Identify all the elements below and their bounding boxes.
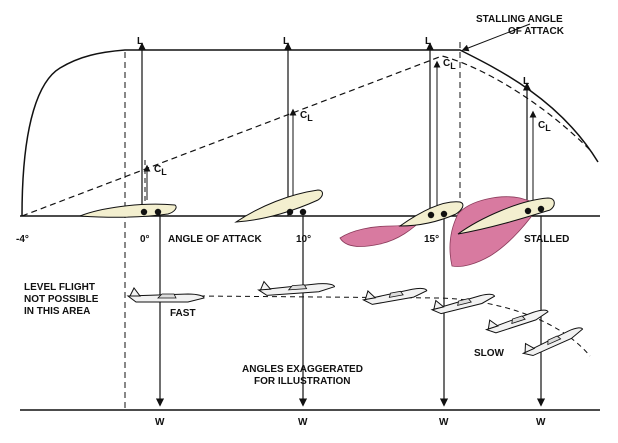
airfoil-stalled (457, 197, 555, 235)
tick-minus4: -4° (16, 234, 29, 245)
lift-label-15: L (425, 36, 431, 47)
lift-label-10: L (283, 36, 289, 47)
level-flight-line1: LEVEL FLIGHT (24, 282, 95, 293)
airplane-icon-stall-a (484, 309, 549, 334)
label-fast: FAST (170, 308, 196, 319)
airfoil-10 (234, 189, 323, 223)
airfoil-stalled-pivot-a (524, 207, 532, 215)
airplane-icon-15a (361, 287, 428, 305)
exaggerated-line1: ANGLES EXAGGERATED (242, 364, 363, 375)
airplane-icon-10 (257, 280, 336, 296)
airplane-icon-stall-b (521, 327, 584, 357)
level-flight-line2: NOT POSSIBLE (24, 294, 99, 305)
cl-label-stalled: CL (538, 120, 551, 133)
airfoil-stalled-pivot-b (537, 205, 545, 213)
airfoil-15-pivot-a (427, 211, 435, 219)
weight-label-10: W (298, 417, 308, 428)
airfoil-10-pivot-b (299, 208, 307, 216)
airplane-icon-15b (430, 293, 496, 315)
airfoil-0-pivot-a (140, 208, 148, 216)
level-flight-line3: IN THIS AREA (24, 306, 90, 317)
lift-label-stalled: L (523, 76, 529, 87)
tick-15: 15° (424, 234, 439, 245)
cl-label-10: CL (300, 110, 313, 123)
airfoil-10-pivot-a (286, 208, 294, 216)
lift-label-0: L (137, 36, 143, 47)
weight-label-stalled: W (536, 417, 546, 428)
tick-0: 0° (140, 234, 150, 245)
label-stalled: STALLED (524, 234, 569, 245)
axis-label-angle-of-attack: ANGLE OF ATTACK (168, 234, 262, 245)
stalling-angle-pointer (461, 23, 531, 52)
airfoil-15-pivot-b (440, 210, 448, 218)
exaggerated-line2: FOR ILLUSTRATION (254, 376, 350, 387)
cl-label-0: CL (154, 164, 167, 177)
tick-10: 10° (296, 234, 311, 245)
stalling-angle-line2: OF ATTACK (508, 26, 565, 37)
airfoil-0-pivot-b (154, 208, 162, 216)
airplane-icon-fast (126, 287, 205, 303)
cl-label-15: CL (443, 58, 456, 71)
weight-label-15: W (439, 417, 449, 428)
airfoil-0 (79, 203, 177, 218)
lift-envelope-curve (21, 49, 599, 217)
stalling-angle-line1: STALLING ANGLE (476, 14, 563, 25)
weight-label-0: W (155, 417, 165, 428)
label-slow: SLOW (474, 348, 505, 359)
